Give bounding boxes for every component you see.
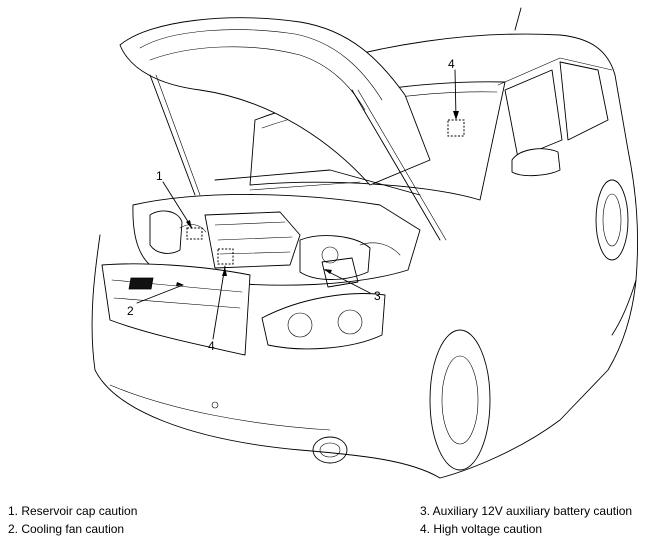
callout-1: 1 (156, 169, 163, 183)
hood-strut-left (149, 74, 196, 196)
reservoir-cap-caution-marker (186, 227, 203, 240)
cooling-fan-caution-label (128, 277, 154, 290)
callout-4-bay: 4 (208, 339, 215, 353)
side-window (504, 69, 563, 159)
high-voltage-caution-marker-window (447, 119, 465, 137)
high-voltage-caution-marker-bay (217, 248, 234, 265)
antenna (514, 7, 522, 31)
motor-unit (299, 235, 371, 280)
legend-item-reservoir-cap: 1. Reservoir cap caution (8, 504, 138, 518)
legend-item-high-voltage: 4. High voltage caution (420, 522, 543, 536)
front-wheel (429, 329, 491, 471)
rear-lower-body (611, 279, 637, 336)
car-body-outline (299, 33, 639, 479)
leader-arrowheads (176, 111, 459, 286)
callout-4-window: 4 (448, 57, 455, 71)
callout-3: 3 (374, 289, 381, 303)
engine-cover (204, 211, 301, 269)
rear-window (559, 61, 609, 141)
legend-item-aux-battery: 3. Auxiliary 12V auxiliary battery cauti… (420, 504, 633, 518)
rear-wheel (595, 179, 629, 261)
legend-item-cooling-fan: 2. Cooling fan caution (8, 522, 125, 536)
side-mirror (511, 148, 561, 177)
aux-battery (321, 257, 359, 288)
car-hood-open-diagram: 1 2 4 3 4 (91, 7, 639, 479)
leader-lines (136, 69, 457, 340)
wiper (214, 169, 421, 196)
reservoir (149, 210, 183, 254)
headlight (261, 293, 386, 350)
open-hood (119, 17, 431, 186)
grille (101, 263, 251, 356)
front-bumper (91, 234, 441, 479)
fog-light (312, 436, 348, 464)
hood-strut-right (351, 89, 441, 241)
callout-2: 2 (127, 304, 134, 318)
